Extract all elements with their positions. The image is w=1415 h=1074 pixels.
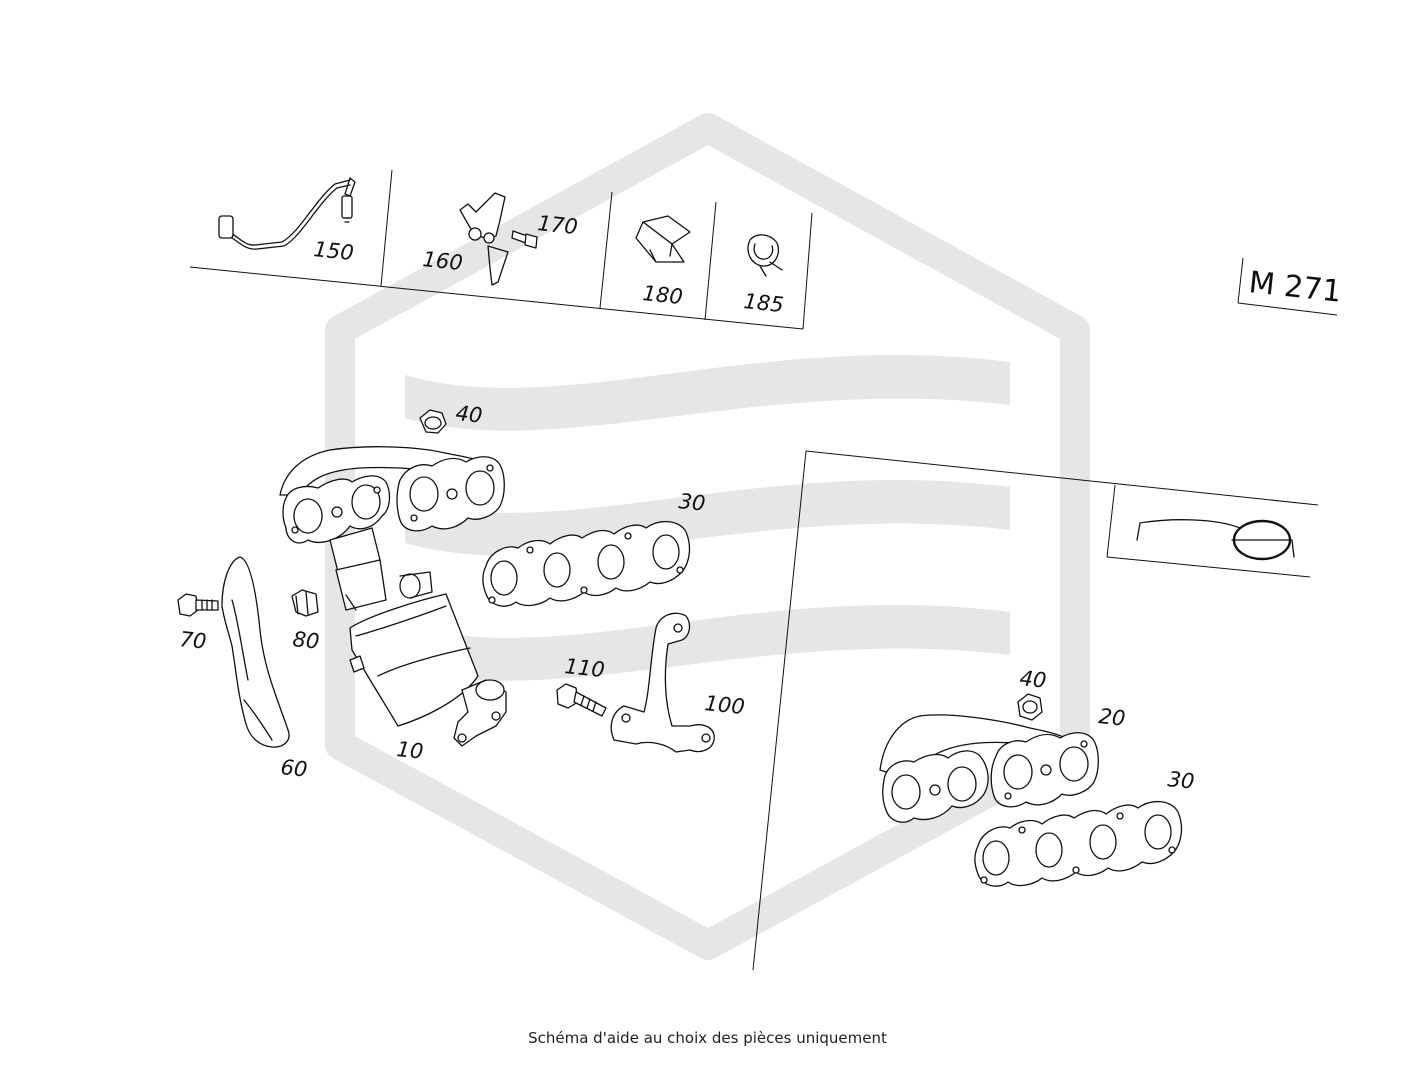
- bolt-70-icon: [177, 593, 219, 617]
- callout-20: 20: [1097, 704, 1126, 731]
- callout-110: 110: [563, 654, 605, 682]
- heat-shield-60-icon: [221, 556, 290, 748]
- watermark-logo: [325, 113, 1090, 960]
- callout-70: 70: [178, 627, 207, 654]
- diagram-caption: Schéma d'aide au choix des pièces unique…: [528, 1029, 887, 1047]
- bolt-110-icon: [556, 683, 607, 717]
- oxygen-sensor-150-icon: [218, 177, 356, 250]
- callout-160: 160: [421, 247, 463, 275]
- manifold-20-icon: [879, 714, 1099, 823]
- callout-150: 150: [312, 237, 354, 265]
- engine-label-box: [1237, 257, 1338, 316]
- manifold-catalyst-10-icon: [279, 446, 507, 747]
- clip-180-icon: [635, 215, 691, 263]
- callout-30-right: 30: [1166, 767, 1195, 794]
- callout-30-left: 30: [677, 489, 706, 516]
- callout-100: 100: [703, 691, 745, 719]
- clip-80-icon: [291, 589, 319, 617]
- nut-40-right-icon: [1017, 693, 1043, 721]
- engine-label: M 271: [1247, 265, 1343, 309]
- callout-180: 180: [641, 281, 683, 309]
- lower-right-frame: [752, 450, 1319, 971]
- bracket-160-icon: [459, 192, 509, 286]
- callout-40-right: 40: [1018, 666, 1047, 693]
- gasket-30-right-icon: [974, 801, 1183, 887]
- gasket-30-left-icon: [482, 521, 691, 607]
- support-bracket-100-icon: [610, 612, 715, 753]
- exhaust-symbol-icon: [1136, 519, 1295, 561]
- callout-80: 80: [291, 627, 320, 654]
- nut-40-left-icon: [419, 409, 447, 434]
- callout-185: 185: [742, 289, 784, 317]
- callout-170: 170: [536, 211, 578, 239]
- clamp-185-icon: [747, 234, 783, 277]
- callout-40-left: 40: [454, 401, 483, 428]
- top-parts-strip: [189, 169, 813, 330]
- callout-10: 10: [395, 737, 424, 764]
- callout-60: 60: [279, 755, 308, 782]
- bolt-170-icon: [511, 230, 538, 249]
